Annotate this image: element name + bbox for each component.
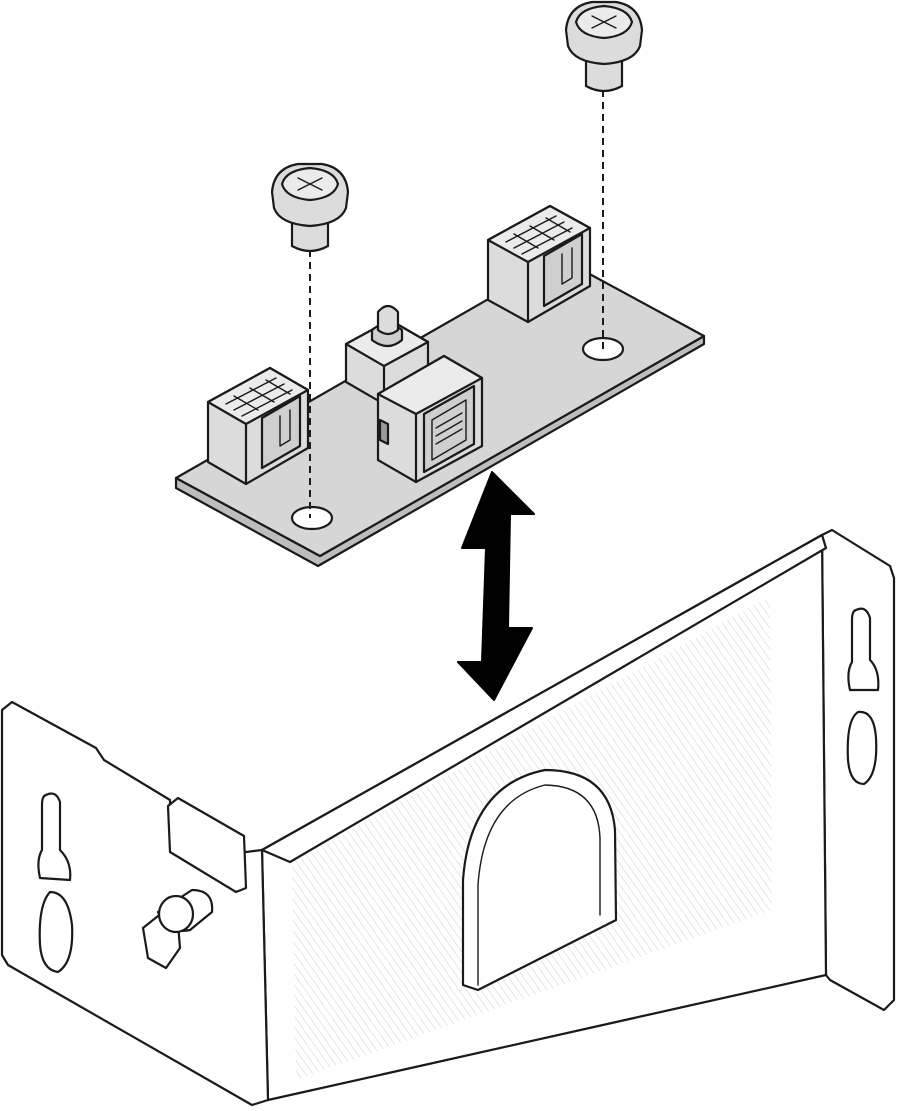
- bracket-left-tab: [166, 796, 248, 894]
- circuit-board: [174, 204, 706, 568]
- bracket-left-keyhole-upper: [37, 792, 72, 882]
- bracket-left-keyhole-lower: [38, 890, 74, 974]
- right-power-connector: [486, 204, 592, 324]
- bracket-arch-inner: [477, 784, 601, 986]
- bracket-right-keyhole-upper: [847, 607, 880, 692]
- screw-left-cross-icon: [297, 177, 323, 191]
- screw-left: [270, 162, 350, 253]
- bracket-standoff: [141, 888, 214, 970]
- bracket-top-lip: [260, 533, 828, 864]
- data-connector: [376, 354, 484, 484]
- board-hole-left: [290, 505, 334, 531]
- bracket-right-keyhole-lower: [846, 710, 878, 786]
- double-arrow-icon: [457, 471, 535, 701]
- bracket-left-flange: [0, 700, 270, 1107]
- left-power-connector: [206, 366, 310, 486]
- screw-right-cross-icon: [591, 15, 617, 29]
- bracket: [0, 528, 896, 1107]
- bracket-arch-cutout: [461, 768, 618, 992]
- screw-right: [564, 0, 644, 93]
